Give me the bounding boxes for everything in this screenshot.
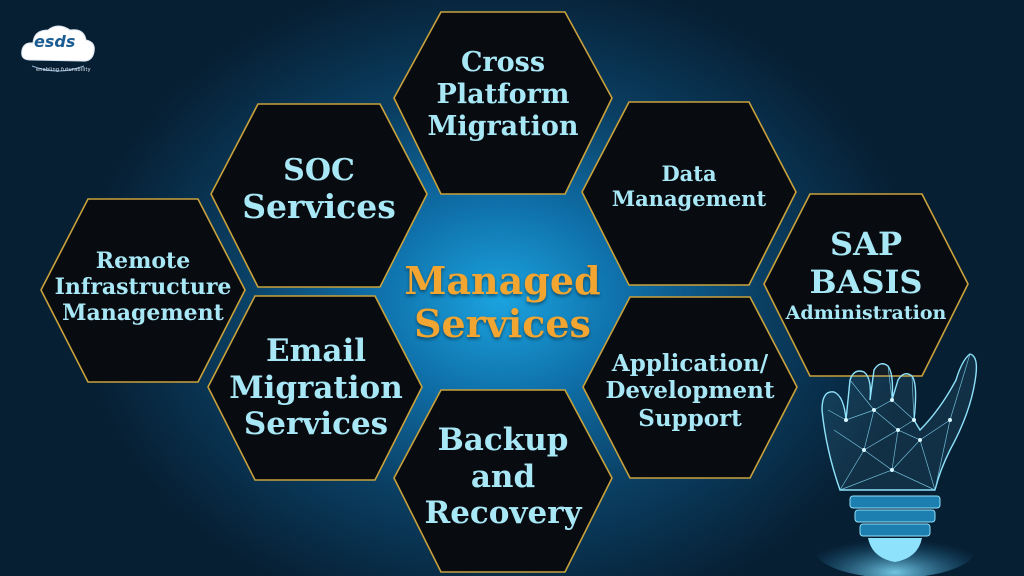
logo-brand: esds	[34, 32, 76, 51]
hex-backup-and-recovery	[393, 389, 613, 573]
label-data-management: Data Management	[611, 161, 767, 211]
label-soc-services: SOC Services	[242, 152, 396, 227]
hex-email-migration-services	[207, 295, 423, 481]
logo-tagline: enabling futurability	[36, 67, 91, 73]
hex-application-development-support	[582, 296, 798, 479]
esds-logo	[21, 25, 95, 72]
hex-cross-platform-migration	[393, 11, 613, 195]
hex-soc-services	[210, 103, 428, 288]
wireframe-hand-bulb-icon	[815, 353, 978, 576]
hex-sap-basis-administration	[763, 193, 969, 377]
center-title: Managed Services	[404, 258, 601, 346]
label-sap-basis-administration: SAP BASIS Administration	[785, 225, 947, 324]
hex-remote-infrastructure-management	[40, 198, 246, 383]
label-remote-infrastructure-management: Remote Infrastructure Management	[54, 248, 232, 326]
label-backup-and-recovery: Backup and Recovery	[424, 422, 582, 532]
label-email-migration-services: Email Migration Services	[229, 333, 403, 443]
label-cross-platform-migration: Cross Platform Migration	[427, 47, 579, 142]
hex-data-management	[581, 101, 797, 286]
label-application-development-support: Application/ Development Support	[605, 350, 775, 432]
